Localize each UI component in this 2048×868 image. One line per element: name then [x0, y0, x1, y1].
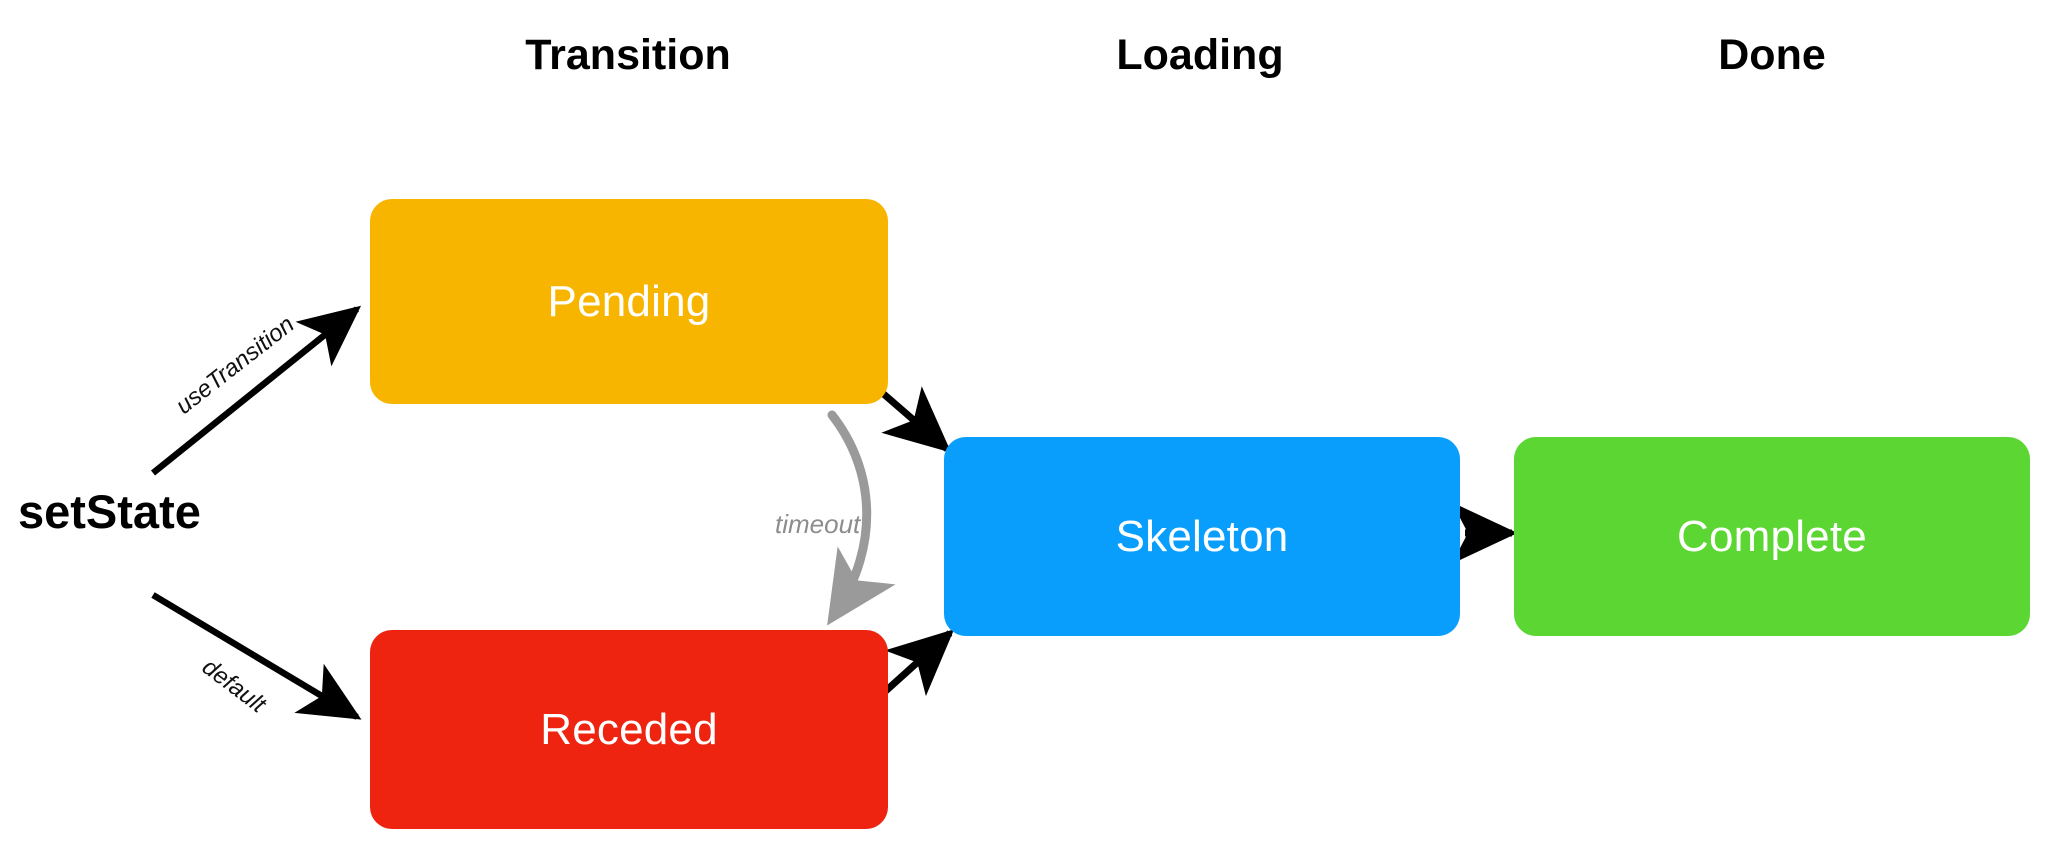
origin-setstate: setState: [18, 488, 201, 535]
origin-setstate-label: setState: [18, 485, 201, 538]
edge-label-use-transition: useTransition: [170, 310, 300, 420]
edge-label-default-text: default: [196, 653, 271, 719]
state-box-receded-label: Receded: [540, 704, 718, 754]
state-box-receded[interactable]: Receded: [370, 630, 888, 829]
state-box-skeleton[interactable]: Skeleton: [944, 437, 1460, 636]
state-box-skeleton-label: Skeleton: [1115, 511, 1289, 561]
edge-label-timeout: timeout: [775, 511, 860, 537]
state-box-pending-label: Pending: [547, 276, 711, 326]
heading-transition-label: Transition: [525, 31, 731, 79]
state-box-complete-label: Complete: [1677, 511, 1867, 561]
arrow-receded-to-skeleton: [876, 629, 955, 700]
edge-label-timeout-text: timeout: [775, 509, 861, 539]
heading-done: Done: [1718, 34, 1826, 77]
edge-label-default: default: [196, 653, 271, 719]
state-box-pending[interactable]: Pending: [370, 199, 888, 404]
heading-loading: Loading: [1116, 34, 1283, 77]
state-box-complete[interactable]: Complete: [1514, 437, 2030, 636]
edge-label-use-transition-text: useTransition: [170, 310, 300, 420]
heading-loading-label: Loading: [1116, 31, 1284, 79]
arrow-pending-to-skeleton: [876, 386, 952, 453]
heading-transition: Transition: [525, 34, 730, 77]
heading-done-label: Done: [1718, 31, 1826, 79]
